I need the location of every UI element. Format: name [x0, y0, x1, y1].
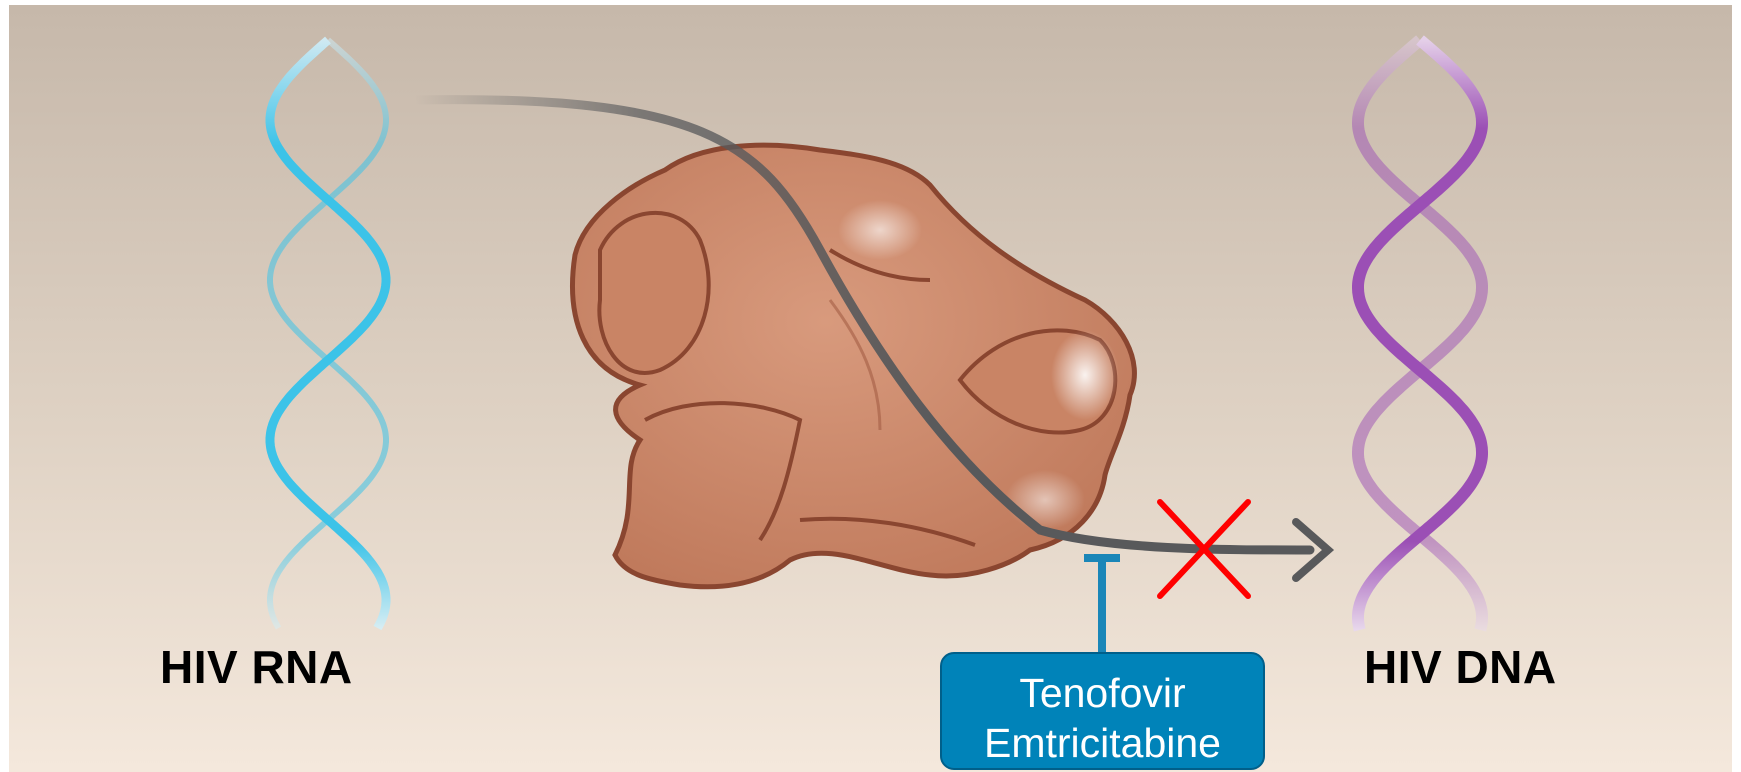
hiv-dna-label: HIV DNA	[1364, 640, 1557, 694]
drug-name-emtricitabine: Emtricitabine	[942, 718, 1263, 768]
hiv-rna-label: HIV RNA	[160, 640, 353, 694]
drug-box: Tenofovir Emtricitabine	[940, 652, 1265, 770]
drug-name-tenofovir: Tenofovir	[942, 668, 1263, 718]
